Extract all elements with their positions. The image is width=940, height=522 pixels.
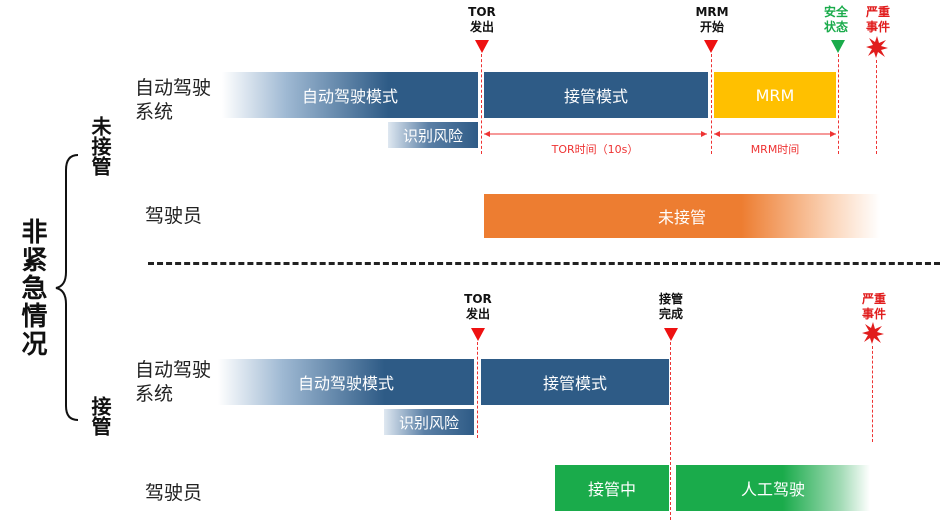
section-label-no-takeover: 未接管	[88, 116, 112, 176]
row-label-system-2-line1: 自动驾驶	[135, 359, 212, 381]
bar-auto-mode: 自动驾驶模式	[222, 72, 478, 118]
marker-done-line	[670, 342, 671, 520]
marker-mrm-label: MRM 开始	[695, 5, 729, 34]
row-label-system-2: 自动驾驶 系统	[135, 358, 211, 406]
bar-takeover-mode-2: 接管模式	[481, 359, 669, 405]
burst-icon-2	[862, 322, 884, 344]
section-label-takeover: 接管	[88, 396, 112, 436]
marker-event-line	[876, 60, 877, 154]
bar-no-takeover: 未接管	[484, 194, 880, 238]
marker-tor2-icon	[471, 328, 485, 341]
brace-icon	[55, 154, 79, 421]
row-label-system-line2: 系统	[135, 101, 174, 123]
marker-done-label: 接管 完成	[658, 292, 683, 321]
marker-mrm-line	[711, 54, 712, 154]
bar-risk-detect: 识别风险	[388, 122, 478, 148]
bar-takeover-mode: 接管模式	[484, 72, 708, 118]
marker-event2-label: 严重 事件	[861, 292, 886, 321]
marker-done-icon	[664, 328, 678, 341]
row-label-driver-2: 驾驶员	[145, 482, 203, 504]
marker-safe-line	[838, 54, 839, 154]
bar-manual-driving: 人工驾驶	[676, 465, 870, 511]
marker-tor2-label: TOR 发出	[464, 292, 492, 321]
page-title: 非紧急情况	[17, 218, 47, 358]
burst-icon	[866, 36, 888, 58]
marker-event-label: 严重 事件	[865, 5, 890, 34]
marker-safe-icon	[831, 40, 845, 53]
marker-safe-label: 安全 状态	[823, 5, 848, 34]
row-label-system-line1: 自动驾驶	[135, 77, 212, 99]
marker-tor-icon	[475, 40, 489, 53]
bar-auto-mode-2: 自动驾驶模式	[218, 359, 474, 405]
bar-risk-detect-2: 识别风险	[384, 409, 474, 435]
bar-mrm: MRM	[714, 72, 836, 118]
marker-tor-line	[481, 54, 482, 154]
section-divider	[148, 262, 940, 265]
row-label-system-2-line2: 系统	[135, 383, 174, 405]
marker-tor-label: TOR 发出	[468, 5, 496, 34]
row-label-system: 自动驾驶 系统	[135, 76, 211, 124]
bar-taking-over: 接管中	[555, 465, 669, 511]
span-arrows	[484, 131, 836, 137]
marker-tor2-line	[477, 342, 478, 438]
marker-mrm-icon	[704, 40, 718, 53]
span-tor-label: TOR时间（10s）	[551, 143, 639, 156]
span-mrm-label: MRM时间	[750, 143, 800, 156]
marker-event2-line	[872, 346, 873, 442]
row-label-driver: 驾驶员	[145, 205, 203, 227]
